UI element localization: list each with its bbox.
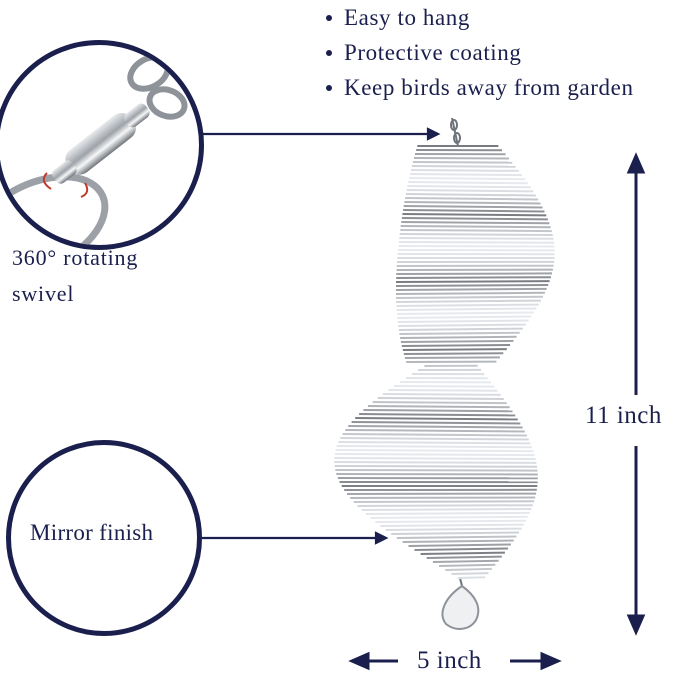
spinner-slat: [348, 426, 522, 428]
spinner-slat: [445, 569, 492, 570]
spinner-slat: [403, 349, 507, 350]
spinner-slat: [413, 162, 512, 163]
spinner-slat: [421, 553, 505, 554]
spinner-slat: [366, 513, 530, 514]
spinner-slat: [335, 454, 535, 455]
spinner-slat: [355, 418, 518, 419]
spinner-slat: [334, 462, 536, 463]
spinner-slat: [396, 273, 552, 274]
spinner-slat: [408, 182, 528, 183]
spinner-slat: [400, 230, 552, 231]
spinner-slat: [399, 329, 523, 330]
spinner-slat: [345, 430, 525, 432]
spinner-slat: [407, 190, 534, 191]
spinner-slat: [403, 214, 547, 215]
spinner-slat: [412, 166, 516, 167]
spinner-slat: [338, 442, 530, 443]
spinner-slat: [452, 573, 489, 574]
spinner-slat: [371, 517, 528, 518]
spinner-slat: [340, 438, 528, 440]
spinner-slat: [394, 386, 494, 387]
spinner-slat: [396, 281, 550, 282]
spinner-slat: [335, 470, 537, 471]
spinner-slat: [400, 234, 553, 235]
spinner-slat: [396, 289, 547, 290]
spinner-slat: [343, 434, 527, 436]
spinner-slat: [368, 406, 510, 407]
spinner-slat: [362, 509, 532, 510]
spinner-slat: [350, 498, 535, 499]
spinner-slat: [396, 285, 548, 286]
spinner-slat: [354, 501, 534, 502]
spinner-slat: [337, 446, 532, 447]
spinner-slat: [378, 398, 504, 399]
height-dimension-arrow: [629, 156, 643, 632]
spinner-slat: [352, 422, 521, 424]
spinner-slat: [336, 450, 534, 451]
spinner-slat: [439, 565, 495, 566]
teardrop-ornament: [443, 586, 479, 629]
spinner-slat: [396, 305, 538, 306]
spinner-slat: [414, 158, 509, 159]
spinner-slat: [397, 309, 537, 311]
spinner-slat: [386, 529, 522, 530]
spinner-slat: [396, 293, 545, 294]
spinner-slat: [400, 337, 516, 338]
spinner-slat: [433, 561, 499, 562]
spinner-slat: [410, 174, 522, 175]
spinner-slat: [363, 410, 512, 411]
spinner-slat: [401, 341, 514, 342]
spinner-slat: [405, 357, 500, 358]
spinner-slat: [402, 218, 548, 219]
spinner-slat: [406, 194, 536, 196]
spinner-slat: [335, 466, 537, 467]
width-label: 5 inch: [417, 647, 482, 675]
spinner-slat: [397, 537, 517, 539]
spinner-slat: [383, 394, 501, 395]
spinner-slat: [359, 414, 515, 415]
spinner-slat: [403, 541, 514, 543]
spinner-slat: [404, 353, 504, 354]
spinner-slat: [458, 577, 486, 578]
spinner-slat: [398, 321, 529, 323]
spinner-slat: [427, 557, 502, 558]
spinner-slat: [403, 210, 544, 212]
spinner-slat: [396, 297, 543, 298]
spinner-slat: [391, 533, 519, 535]
spinner-slat: [396, 301, 541, 302]
spinner-slat: [375, 521, 526, 522]
spinner-slat: [415, 549, 509, 551]
spinner-slat: [398, 325, 526, 326]
spinner-slat: [373, 402, 507, 403]
spinner-slat: [399, 242, 554, 243]
spinner-slat: [397, 317, 531, 319]
spinner-slat: [404, 206, 543, 208]
spinner-slat: [334, 458, 535, 459]
spinner-slat: [397, 313, 534, 315]
spinner-slat: [396, 277, 551, 278]
spinner-slat: [402, 345, 510, 346]
arrow-icon: [201, 129, 438, 543]
spinner-slat: [401, 226, 551, 227]
spiral-wind-spinner-image: [334, 146, 554, 578]
spinner-slat: [398, 246, 554, 247]
spinner-slat: [399, 333, 519, 334]
spinner-slat: [380, 525, 523, 526]
spinner-slat: [401, 222, 549, 223]
spinner-slat: [407, 186, 530, 187]
spinner-slat: [399, 238, 553, 239]
spinner-slat: [409, 545, 511, 547]
spinner-slat: [409, 178, 525, 179]
spinner-slat: [388, 390, 497, 391]
spinner-slat: [405, 198, 538, 200]
spinner-slat: [404, 202, 540, 204]
spinner-slat: [411, 170, 519, 171]
spinner-slat: [358, 505, 533, 506]
height-label: 11 inch: [585, 402, 662, 430]
spinner-slat: [336, 474, 538, 475]
hanging-chain: [451, 118, 462, 586]
